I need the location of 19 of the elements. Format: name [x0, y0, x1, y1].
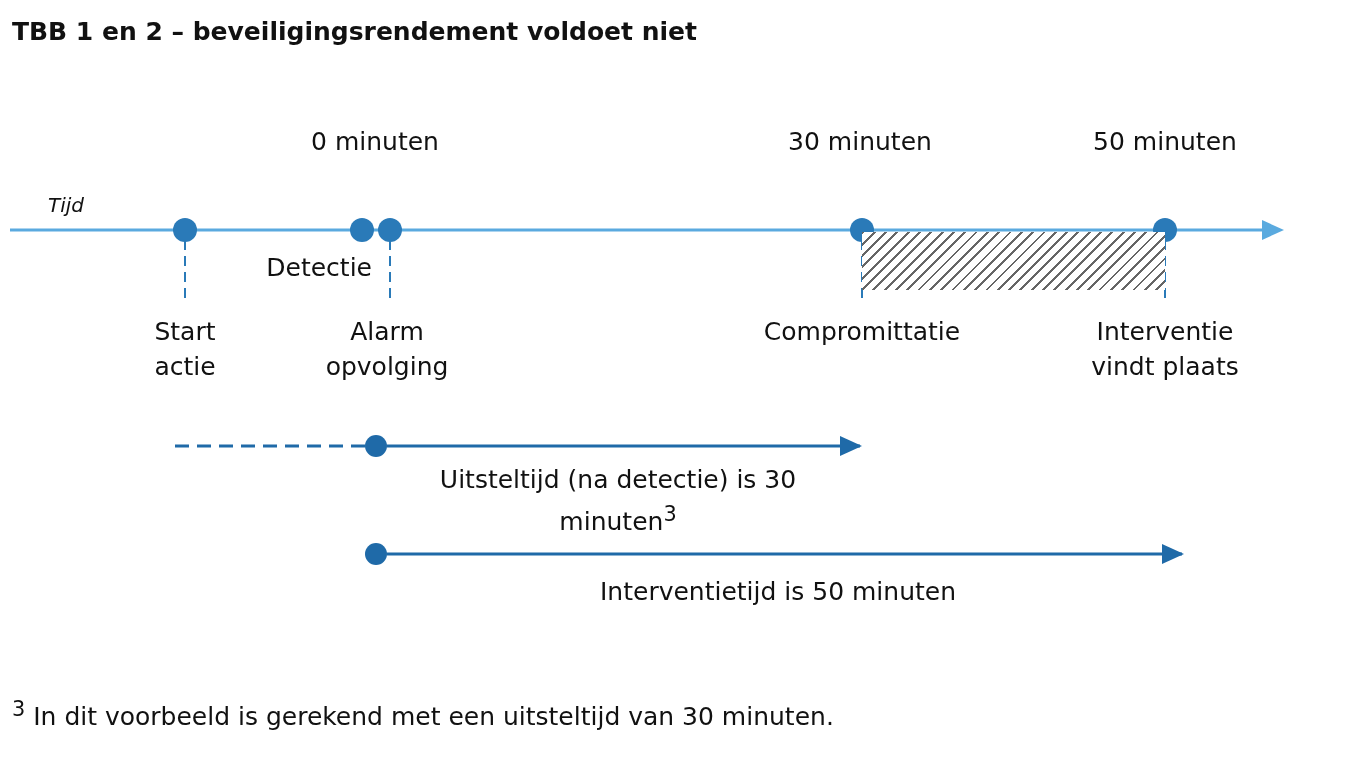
event-label: Interventie vindt plaats — [1075, 314, 1255, 384]
time-label: 0 minuten — [310, 126, 440, 158]
dashed-line — [175, 444, 365, 448]
event-label: Start actie — [130, 314, 240, 384]
time-label: 50 minuten — [1092, 126, 1238, 158]
edge-label: Interventietijd is 50 minuten — [599, 576, 957, 608]
event-label: Compromittatie — [732, 314, 992, 349]
hatched-bar — [862, 232, 1165, 290]
diagram-title: TBB 1 en 2 – beveiligingsrendement voldoet niet — [12, 16, 697, 48]
arrow — [387, 436, 862, 456]
event-label: Alarm opvolging — [287, 314, 487, 384]
event-label: Detectie — [247, 250, 372, 285]
arrow — [387, 544, 1184, 564]
start-dot — [365, 543, 387, 565]
time-label: 30 minuten — [787, 126, 933, 158]
footnote: $^{3}$ In dit voorbeeld is gerekend met een uitsteltijd van 30 minuten. — [12, 696, 834, 734]
edge-label: Uitsteltijd (na detectie) is 30 minuten$^{3}$ — [438, 464, 798, 539]
axis-label: Tijd — [48, 192, 85, 219]
start-dot — [365, 435, 387, 457]
